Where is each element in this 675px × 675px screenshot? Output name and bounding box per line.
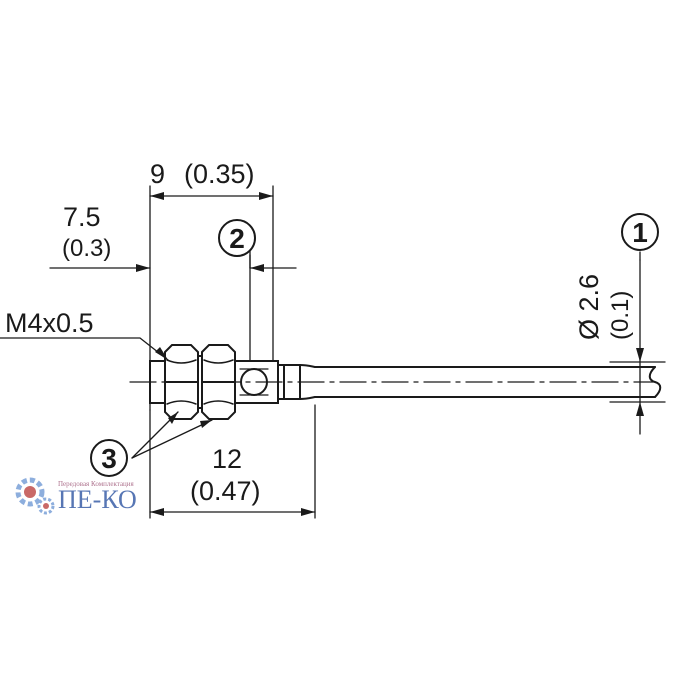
callout-3-label: 3 (101, 443, 117, 474)
dim-9-label: 9 (150, 159, 165, 189)
sleeve-flare (299, 364, 316, 400)
arrow-9-right (259, 192, 273, 200)
thread-label: M4x0.5 (5, 308, 94, 338)
gear-icon (15, 477, 45, 507)
dim-7-5-inch-label: (0.3) (62, 235, 111, 262)
watermark-sub: Передовая Комплектация (58, 480, 135, 488)
arrow-dia-top (636, 348, 644, 362)
callout-1-label: 1 (632, 217, 648, 248)
arrow-9-left (150, 192, 164, 200)
arrow-7-5-right (250, 264, 264, 272)
diameter-label: Ø 2.6 (574, 274, 604, 340)
callout-3-leader-b (131, 419, 213, 459)
callout-3-circle (90, 439, 128, 477)
arrow-12-left (150, 508, 164, 516)
arrow-12-right (301, 508, 315, 516)
dim-12-inch-label: (0.47) (190, 476, 261, 506)
arrow-7-5-left (136, 264, 150, 272)
arrow-dia-bottom (636, 402, 644, 416)
callout-1-circle (621, 213, 659, 251)
dim-12-label: 12 (212, 444, 242, 474)
watermark-main: ПЕ-КО (58, 485, 137, 514)
cable-break-end (648, 366, 662, 398)
dim-9-inch-label: (0.35) (184, 159, 255, 189)
diameter-inch-label: (0.1) (607, 291, 634, 340)
thread-leader (0, 337, 169, 361)
nut-right (201, 344, 236, 420)
callout-2-circle (218, 219, 256, 257)
dim-7-5-label: 7.5 (63, 202, 101, 232)
watermark-logo: Передовая Комплектация ПЕ-КО (15, 477, 137, 515)
callout-2-label: 2 (229, 223, 245, 254)
nut-left (164, 344, 199, 420)
gear-icon-small (37, 497, 55, 515)
